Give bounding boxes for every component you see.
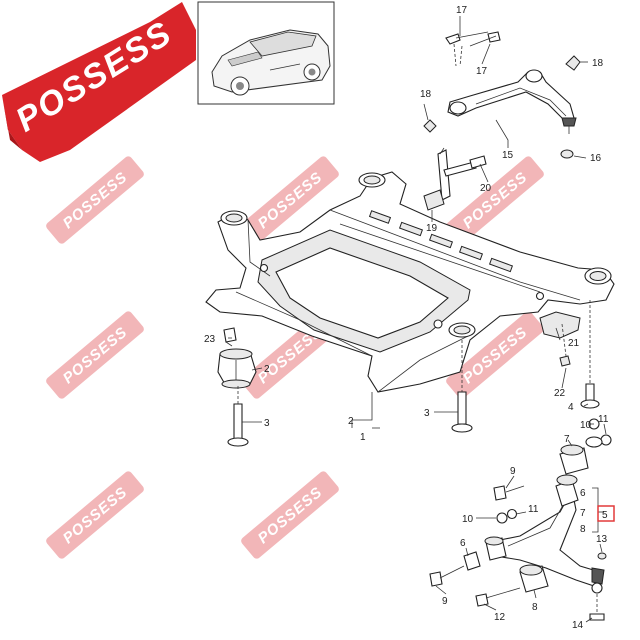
callout-13: 13: [596, 534, 608, 545]
callout-4: 4: [568, 402, 574, 413]
watermark: POSSESS: [241, 471, 339, 559]
watermark-text: POSSESS: [60, 324, 131, 388]
callout-7: 7: [580, 508, 586, 519]
callout-17: 17: [476, 66, 488, 77]
callout-23: 23: [204, 334, 216, 345]
callout-1: 1: [360, 432, 366, 443]
watermark-text: POSSESS: [460, 169, 531, 233]
watermark-text: POSSESS: [60, 484, 131, 548]
callout-21: 21: [568, 338, 580, 349]
callout-9: 9: [442, 596, 448, 607]
vehicle-thumbnail: [197, 1, 335, 105]
callout-2: 2: [264, 364, 270, 375]
callout-7: 7: [564, 434, 570, 445]
upper-control-arm: [423, 31, 581, 159]
callout-8: 8: [532, 602, 538, 613]
watermark-text: POSSESS: [255, 484, 326, 548]
callout-labels: 17 17 18 18 15 16 20 19 21 22 4 23 2 3 2…: [204, 5, 609, 631]
callout-5: 5: [602, 510, 608, 521]
callout-17: 17: [456, 5, 468, 16]
callout-11: 11: [598, 414, 609, 425]
brand-banner: POSSESS: [2, 2, 196, 162]
watermark: POSSESS: [46, 156, 144, 244]
callout-2: 2: [348, 416, 354, 427]
callout-18: 18: [420, 89, 432, 100]
callout-6: 6: [460, 538, 466, 549]
mount-hardware: [217, 300, 600, 447]
callout-18: 18: [592, 58, 604, 69]
callout-12: 12: [494, 612, 506, 623]
watermark-group: POSSESS POSSESS POSSESS POSSESS POSSESS …: [46, 156, 544, 559]
frame-slots: [368, 210, 514, 273]
callout-11: 11: [528, 504, 539, 515]
watermark-text: POSSESS: [60, 169, 131, 233]
callout-9: 9: [510, 466, 516, 477]
callout-14: 14: [572, 620, 584, 631]
callout-19: 19: [426, 223, 438, 234]
callout-20: 20: [480, 183, 492, 194]
lower-control-arm: [429, 418, 612, 621]
callout-10: 10: [580, 420, 592, 431]
callout-16: 16: [590, 153, 602, 164]
callout-3: 3: [264, 418, 270, 429]
watermark: POSSESS: [46, 311, 144, 399]
callout-10: 10: [462, 514, 474, 525]
callout-3: 3: [424, 408, 430, 419]
callout-15: 15: [502, 150, 514, 161]
watermark: POSSESS: [46, 471, 144, 559]
level-sensor: [423, 147, 487, 211]
subframe: [205, 171, 615, 393]
part-5-highlight: [597, 505, 615, 522]
callout-22: 22: [554, 388, 566, 399]
callout-6: 6: [580, 488, 586, 499]
callout-8: 8: [580, 524, 586, 535]
